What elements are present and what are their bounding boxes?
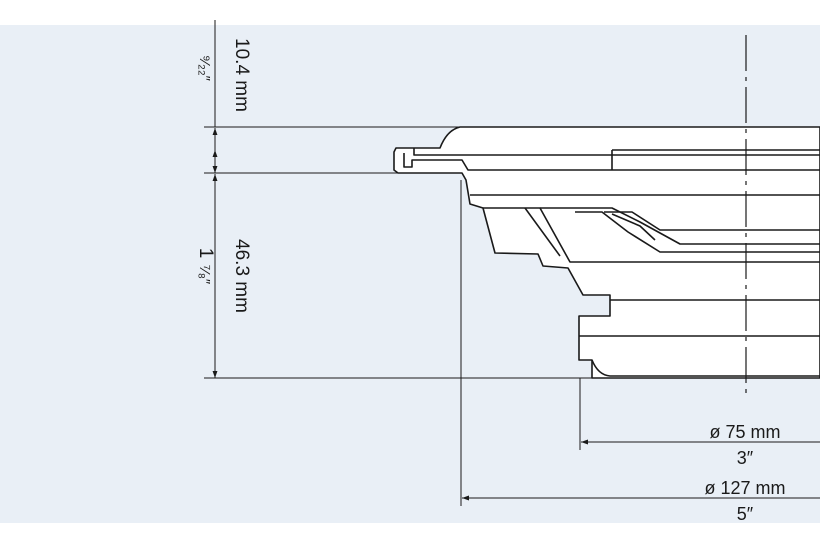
flange-top-groove [413, 148, 820, 156]
flange-rib [611, 149, 820, 170]
magnet-diameter-imperial-label: 3″ [737, 448, 754, 468]
speaker-body-outline [393, 126, 820, 379]
dimension-lines [212, 20, 820, 501]
cutout-diameter-metric-label: ø 127 mm [704, 478, 785, 498]
cone-edge [604, 211, 820, 231]
magnet-bottom-rounded [591, 359, 820, 377]
cone-inner [575, 211, 820, 253]
basket-rib-2 [524, 207, 561, 257]
flange-height-imperial-label: ⁹⁄₂₂″ [196, 55, 213, 82]
magnet-diameter-metric-label: ø 75 mm [709, 422, 780, 442]
mount-depth-imperial-label: 1 ⁷⁄₈″ [195, 248, 216, 285]
mount-depth-imperial-whole: 1 [195, 248, 216, 259]
flange-inner-line [403, 153, 820, 171]
mount-depth-imperial-fraction: ⁷⁄₈″ [196, 265, 213, 285]
speaker-profile [393, 126, 820, 379]
cone-fold [611, 213, 656, 241]
cone-outer [540, 207, 820, 245]
extension-lines [204, 126, 592, 506]
cutout-diameter-imperial-label: 5″ [737, 504, 754, 524]
basket-rib-1 [483, 207, 820, 263]
flange-height-metric-label: 10.4 mm [231, 38, 252, 112]
mount-depth-metric-label: 46.3 mm [231, 239, 252, 313]
